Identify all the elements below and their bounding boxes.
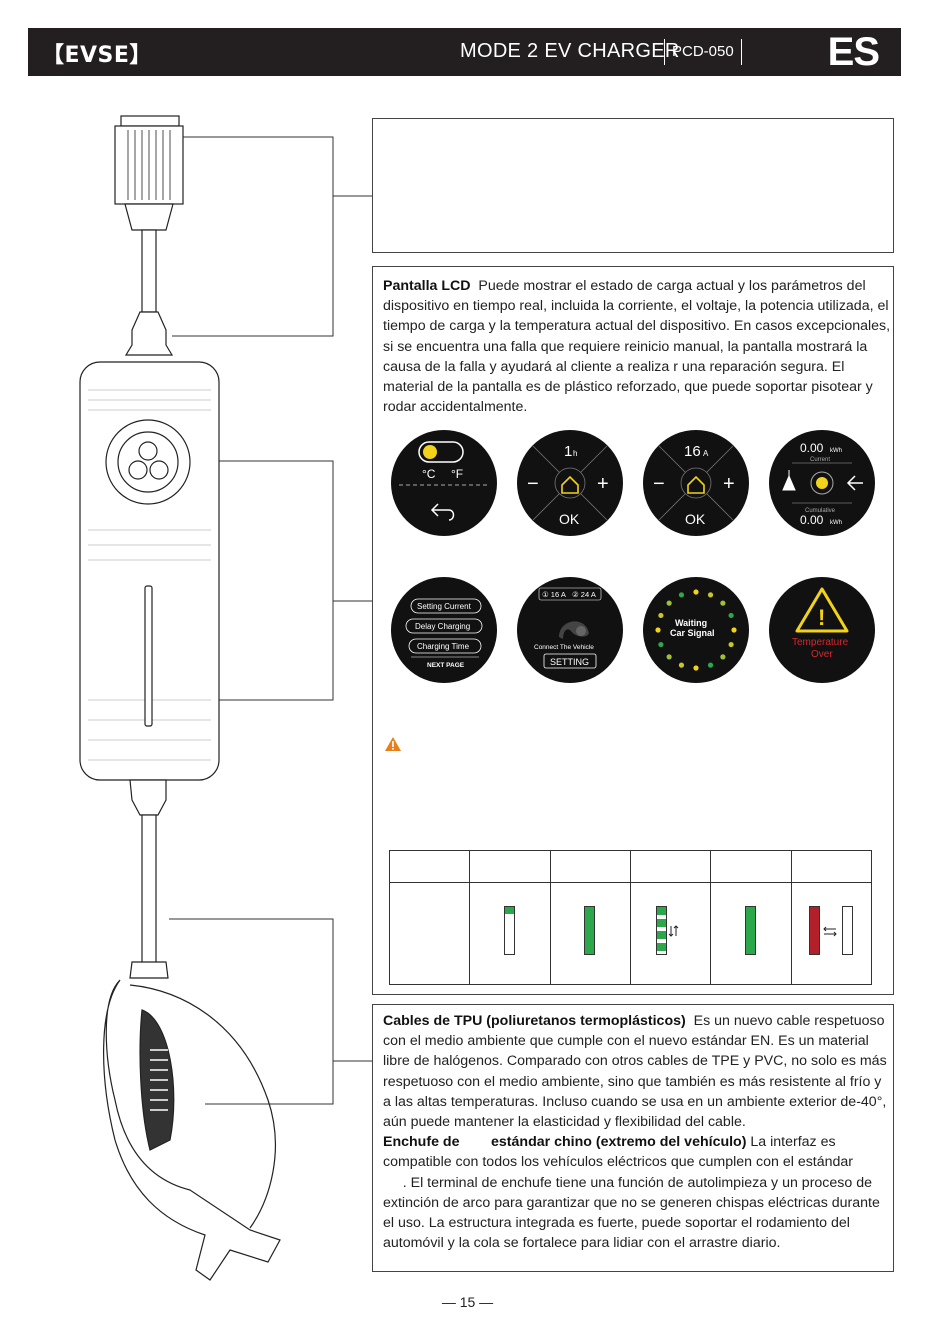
svg-text:°C: °C <box>422 467 436 481</box>
svg-text:Waiting: Waiting <box>675 618 707 628</box>
screen-menu: Setting Current Delay Charging Charging … <box>389 575 499 685</box>
svg-text:NEXT PAGE: NEXT PAGE <box>427 662 465 669</box>
table-header-cell <box>790 850 873 883</box>
lcd-body: Puede mostrar el estado de carga actual … <box>383 278 891 416</box>
svg-text:Temperature: Temperature <box>792 637 849 648</box>
svg-text:OK: OK <box>685 511 706 527</box>
cable-info-box <box>372 1004 894 1272</box>
screen-amps: 16 A − + OK <box>641 428 751 538</box>
led-bar-icon <box>503 906 515 955</box>
svg-text:kWh: kWh <box>830 448 842 454</box>
brand-label: 【EVSE】 <box>42 43 152 68</box>
led-bar-icon <box>584 906 596 955</box>
waiting-dot <box>666 600 672 606</box>
svg-text:Cumulative: Cumulative <box>805 508 836 514</box>
led-indicator-table <box>388 850 873 985</box>
plug-top-icon <box>114 115 184 356</box>
waiting-dot <box>693 589 699 595</box>
svg-text:kWh: kWh <box>830 520 842 526</box>
waiting-dot <box>728 612 734 619</box>
svg-text:+: + <box>723 473 735 495</box>
lcd-description: Pantalla LCD Puede mostrar el estado de … <box>383 276 891 417</box>
waiting-dot <box>720 600 726 606</box>
svg-text:Over: Over <box>811 649 833 660</box>
waiting-dot <box>678 662 685 668</box>
model-code: PCD-050 <box>664 39 742 65</box>
lcd-screens-grid: °C °F 1 h − + OK 16 A − + <box>383 425 888 687</box>
svg-text:!: ! <box>818 605 825 630</box>
waiting-dots <box>655 589 737 671</box>
waiting-dot <box>655 627 661 633</box>
svg-text:−: − <box>653 473 665 495</box>
warning-icon <box>385 737 401 751</box>
screen-hours: 1 h − + OK <box>515 428 625 538</box>
svg-text:Delay Charging: Delay Charging <box>415 622 470 631</box>
table-header-cell <box>469 850 551 883</box>
svg-text:② 24 A: ② 24 A <box>572 590 596 599</box>
led-bar-icon <box>809 906 854 955</box>
svg-text:Charging Time: Charging Time <box>417 642 470 651</box>
led-bar-icon <box>655 906 678 955</box>
led-state-2 <box>549 882 631 985</box>
table-header-cell <box>549 850 631 883</box>
plug-body-b: . El terminal de enchufe tiene una funci… <box>383 1174 880 1252</box>
waiting-dot <box>731 627 737 633</box>
waiting-dot <box>728 641 734 648</box>
svg-text:Current: Current <box>810 457 830 463</box>
table-header-cell <box>388 850 471 883</box>
plug-title-a: Enchufe de <box>383 1134 460 1151</box>
tpu-description: Cables de TPU (poliuretanos termoplástic… <box>383 1011 888 1253</box>
waiting-dot <box>658 612 664 619</box>
waiting-dot <box>693 665 699 671</box>
vehicle-plug-icon <box>103 961 281 1281</box>
svg-text:0.00: 0.00 <box>800 441 824 455</box>
screen-energy: 0.00 kWh Current Cumulative 0.00 kWh <box>767 428 877 538</box>
screen-temp-unit: °C °F <box>389 428 499 538</box>
svg-text:A: A <box>703 449 709 458</box>
plug-body-a: La interfaz es compatible con todos los … <box>383 1134 854 1171</box>
led-state-3 <box>629 882 712 985</box>
led-bar-icon <box>744 906 756 955</box>
empty-info-box <box>372 118 894 253</box>
svg-text:1: 1 <box>564 443 572 460</box>
model-title: MODE 2 EV CHARGER <box>460 40 680 62</box>
waiting-dot <box>707 592 714 598</box>
header-bar: 【EVSE】 MODE 2 EV CHARGER PCD-050 ES <box>28 28 901 76</box>
screen-connect: ① 16 A ② 24 A Connect The Vehicle SETTIN… <box>515 575 625 685</box>
screen-waiting: Waiting Car Signal <box>641 575 751 685</box>
svg-text:Car Signal: Car Signal <box>670 628 715 638</box>
svg-text:−: − <box>527 473 539 495</box>
svg-text:h: h <box>573 449 577 458</box>
language-code: ES <box>827 30 880 74</box>
waiting-dot <box>707 662 714 668</box>
svg-text:16: 16 <box>684 443 701 460</box>
waiting-dot <box>720 654 726 660</box>
waiting-dot <box>678 592 685 598</box>
screen-temp-over: ! Temperature Over <box>767 575 877 685</box>
svg-text:0.00: 0.00 <box>800 513 824 527</box>
waiting-dot <box>658 641 664 648</box>
svg-text:OK: OK <box>559 511 580 527</box>
svg-text:SETTING: SETTING <box>550 657 589 667</box>
svg-text:+: + <box>597 473 609 495</box>
plug-title-b: estándar chino (extremo del vehículo) <box>491 1134 747 1151</box>
waiting-dot <box>666 654 672 660</box>
table-header-cell <box>629 850 712 883</box>
table-cell <box>388 882 471 985</box>
svg-text:Setting Current: Setting Current <box>417 602 472 611</box>
tpu-title: Cables de TPU (poliuretanos termoplástic… <box>383 1013 686 1029</box>
lcd-title: Pantalla LCD <box>383 278 471 294</box>
led-state-5 <box>790 882 873 985</box>
control-box-icon <box>79 361 220 964</box>
svg-text:Connect The Vehicle: Connect The Vehicle <box>534 644 594 651</box>
led-state-1 <box>469 882 551 985</box>
svg-text:① 16 A: ① 16 A <box>542 590 566 599</box>
page-number: — 15 — <box>441 1294 494 1310</box>
table-header-cell <box>710 850 792 883</box>
svg-text:°F: °F <box>451 467 463 481</box>
tpu-body: Es un nuevo cable respetuoso con el medi… <box>383 1013 887 1131</box>
led-state-4 <box>710 882 792 985</box>
